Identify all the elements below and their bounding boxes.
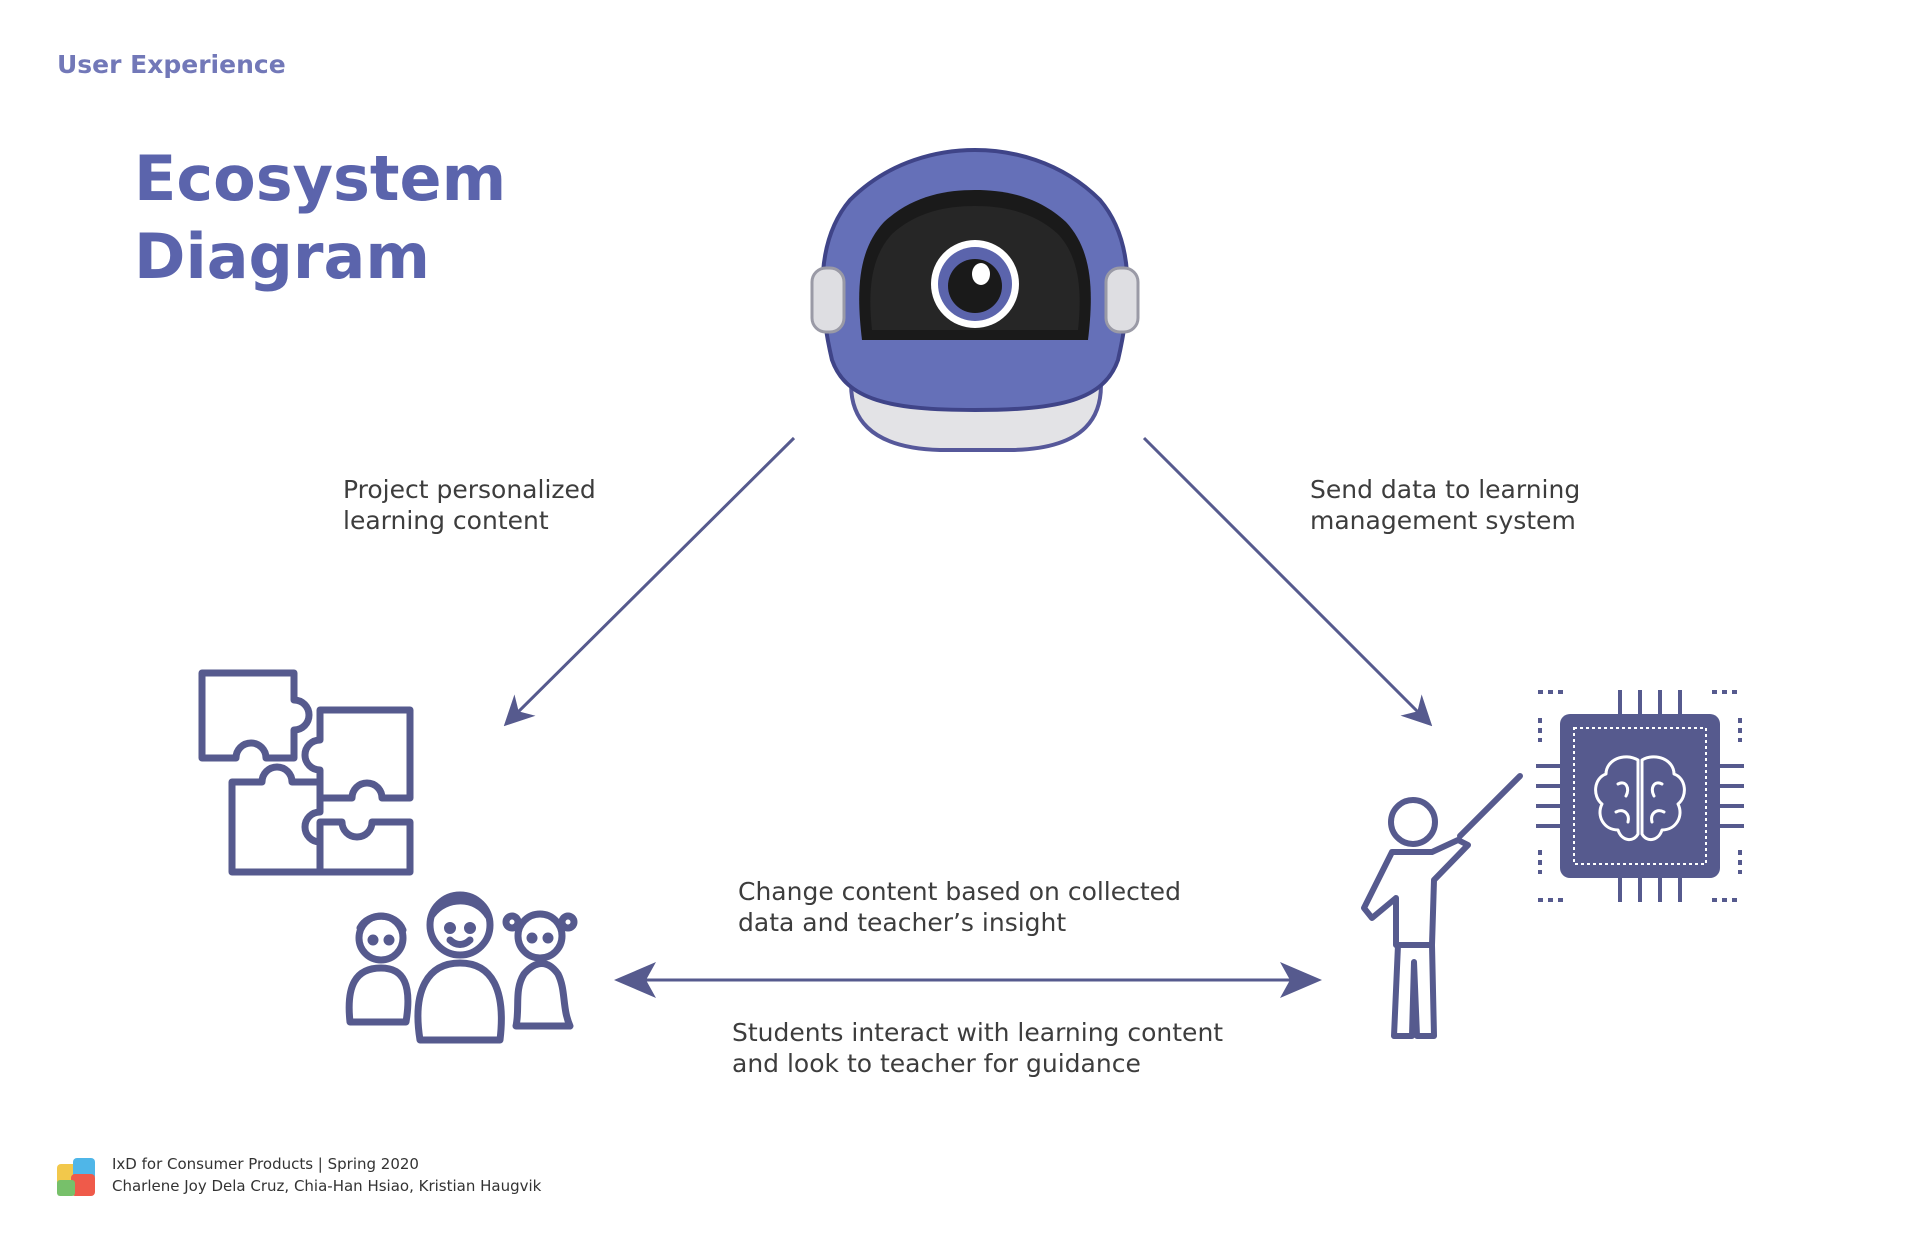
edge-label-line: Send data to learning [1310,475,1581,504]
course-logo [57,1158,95,1196]
teacher-icon [1361,773,1523,1039]
edge-label-line: data and teacher’s insight [738,908,1067,937]
label-students-to-teacher: Students interact with learning content … [732,1017,1223,1079]
label-robot-to-students: Project personalized learning content [343,474,596,536]
edge-label-line: Project personalized [343,475,596,504]
label-robot-to-teacher: Send data to learning management system [1310,474,1580,536]
students-icon [345,891,578,1044]
robot-icon [810,147,1140,452]
arrow-bidirectional [614,962,1322,998]
edge-label-line: and look to teacher for guidance [732,1049,1141,1078]
arrow-robot-to-students [503,436,796,727]
footer-authors: Charlene Joy Dela Cruz, Chia-Han Hsiao, … [112,1177,542,1195]
edge-label-line: learning content [343,506,549,535]
puzzle-icon [198,669,414,876]
section-label: User Experience [57,50,286,79]
label-teacher-to-students: Change content based on collected data a… [738,876,1181,938]
page-title: Ecosystem Diagram [134,140,506,296]
title-line-1: Ecosystem [134,142,507,215]
edge-label-line: management system [1310,506,1576,535]
edge-label-line: Change content based on collected [738,877,1181,906]
arrow-robot-to-teacher [1142,436,1433,727]
footer: IxD for Consumer Products | Spring 2020 … [112,1153,541,1197]
chip-brain-icon [1536,690,1744,902]
footer-course: IxD for Consumer Products | Spring 2020 [112,1155,419,1173]
title-line-2: Diagram [134,220,430,293]
edge-label-line: Students interact with learning content [732,1018,1224,1047]
